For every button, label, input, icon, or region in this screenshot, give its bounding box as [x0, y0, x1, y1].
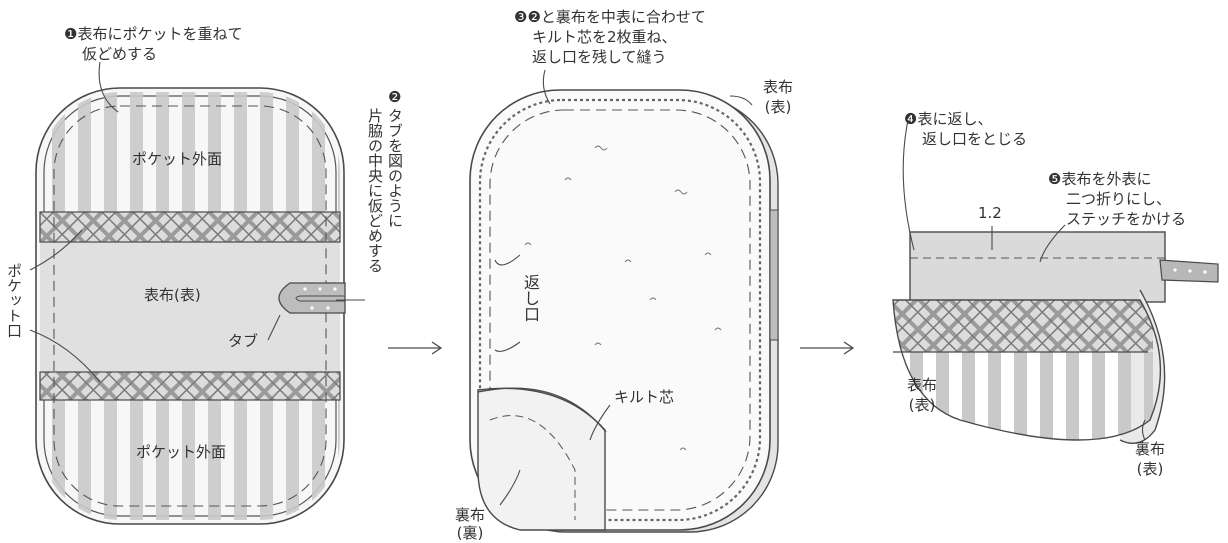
step2-note-line3: 返し口を残して縫う	[532, 48, 667, 66]
lining-back-line1: 裏布	[454, 506, 485, 524]
step1-panel	[29, 61, 365, 525]
top-binding	[39, 211, 341, 243]
pocket-bottom-label: ポケット外面	[136, 443, 227, 461]
pocket-opening-label: ポケット口	[5, 263, 23, 338]
step2-outer-face-line2: (表)	[764, 98, 792, 116]
folded-top-layer	[909, 231, 1166, 303]
step3-note5-line1: ❺表布を外表に	[1048, 170, 1152, 188]
face-label: 表布(表)	[144, 286, 201, 304]
lining-back-line2: (裏)	[456, 524, 484, 542]
step2-outer-face-line1: 表布	[762, 78, 793, 96]
measure-label: 1.2	[978, 204, 1002, 222]
tab-label: タブ	[228, 332, 259, 350]
tab	[278, 282, 346, 314]
step1-note-line2: 仮どめする	[82, 45, 158, 63]
step1-note-line1: ❶表布にポケットを重ねて	[64, 25, 243, 43]
step3-note4-line1: ❹表に返し、	[904, 110, 993, 128]
step2-note-line2: キルト芯を2枚重ね、	[532, 28, 677, 46]
step3-lining-face-line2: (表)	[1136, 460, 1164, 478]
step2-note-line1: ❸❷と裏布を中表に合わせて	[514, 8, 706, 26]
top-pocket	[40, 92, 340, 212]
front-pocket	[892, 299, 1162, 441]
step3-lining-face-line1: 裏布	[1134, 440, 1165, 458]
pocket-top-label: ポケット外面	[132, 150, 223, 168]
step3-note5-line3: ステッチをかける	[1066, 210, 1187, 228]
step3-note4-line2: 返し口をとじる	[922, 130, 1028, 148]
step2-col2: 片脇の中央に仮どめする	[366, 108, 384, 273]
quilt-batting-corner	[477, 387, 607, 433]
step2-marker: ❷	[388, 88, 402, 106]
step3-outer-face-line1: 表布	[906, 376, 937, 394]
bottom-binding	[39, 371, 341, 401]
return-opening-label: 返し口	[521, 274, 540, 322]
step3-note5-line2: 二つ折りにし、	[1066, 190, 1172, 208]
quilt-batting-label: キルト芯	[614, 388, 675, 406]
step2-col1: タブを図のように	[386, 108, 404, 228]
arrow-2	[800, 341, 855, 355]
step2-panel	[469, 69, 779, 533]
step3-outer-face-line2: (表)	[908, 396, 936, 414]
arrow-1	[388, 341, 443, 355]
bottom-pocket	[40, 400, 340, 520]
